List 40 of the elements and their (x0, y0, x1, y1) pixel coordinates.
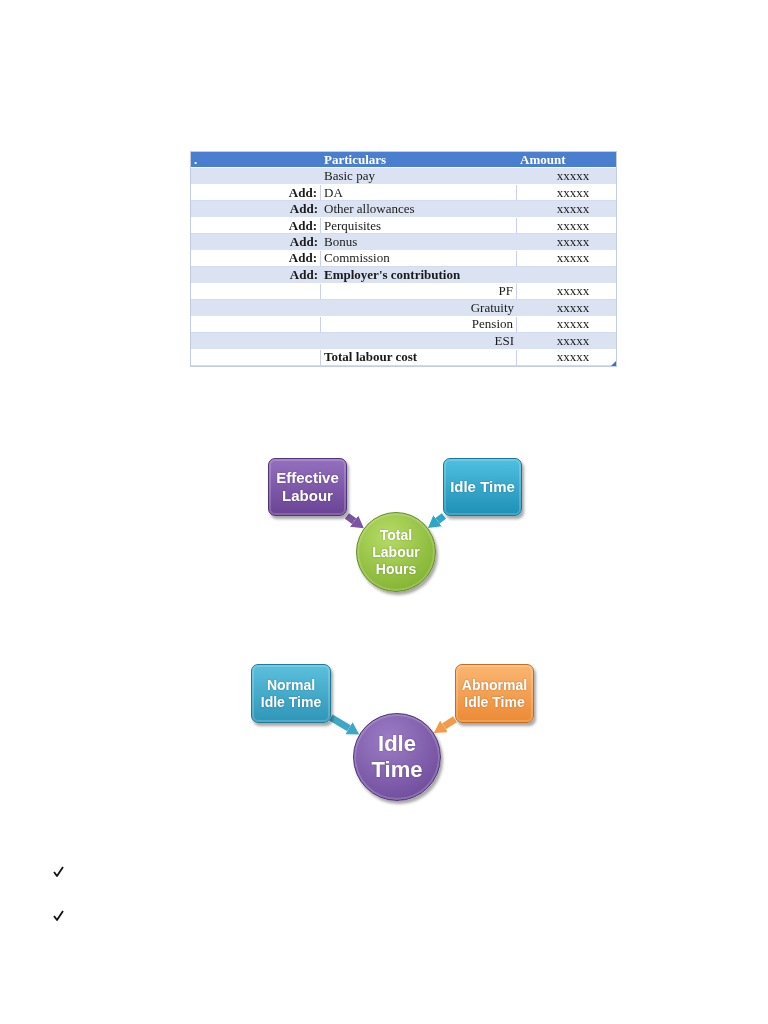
row-prefix: Add: (288, 185, 317, 200)
amount-value: xxxxx (556, 169, 590, 184)
arrow (432, 716, 457, 736)
item-label: Other allowances (324, 202, 415, 217)
column-header: Amount (520, 152, 566, 167)
item-label: Perquisites (324, 218, 382, 233)
amount-value: xxxxx (556, 350, 590, 365)
component-box: Normal Idle Time (251, 664, 331, 723)
item-label: Bonus (324, 235, 358, 249)
component-box: Idle Time (443, 458, 522, 516)
sub-item-label: Pension (471, 317, 513, 332)
amount-value: xxxxx (556, 300, 590, 315)
arrow (425, 513, 446, 531)
component-box: Effective Labour (268, 458, 347, 516)
component-box: Abnormal Idle Time (455, 664, 534, 723)
amount-value: xxxxx (556, 251, 590, 266)
total-label: Total labour cost (324, 350, 418, 365)
sub-item-label: PF (498, 284, 513, 299)
amount-value: xxxxx (556, 218, 590, 233)
row-prefix: Add: (289, 202, 318, 217)
sub-item-label: Gratuity (470, 300, 514, 315)
amount-value: xxxxx (556, 284, 590, 299)
amount-value: xxxxx (556, 185, 590, 200)
row-prefix: Add: (289, 267, 318, 282)
item-label: Commission (324, 251, 390, 266)
sub-item-label: ESI (494, 333, 514, 348)
item-label: Basic pay (324, 169, 375, 184)
row-prefix: Add: (288, 218, 317, 233)
amount-value: xxxxx (556, 202, 590, 217)
row-prefix: Add: (289, 235, 318, 249)
dot-mark: . (194, 152, 198, 167)
column-header: Particulars (324, 152, 387, 167)
amount-value: xxxxx (556, 235, 590, 249)
item-label: DA (324, 185, 343, 200)
row-prefix: Add: (288, 251, 317, 266)
section-label: Employer's contribution (324, 267, 461, 282)
summary-circle: Idle Time (353, 713, 441, 801)
amount-value: xxxxx (556, 333, 590, 348)
amount-value: xxxxx (556, 317, 590, 332)
summary-circle: Total Labour Hours (356, 512, 436, 592)
